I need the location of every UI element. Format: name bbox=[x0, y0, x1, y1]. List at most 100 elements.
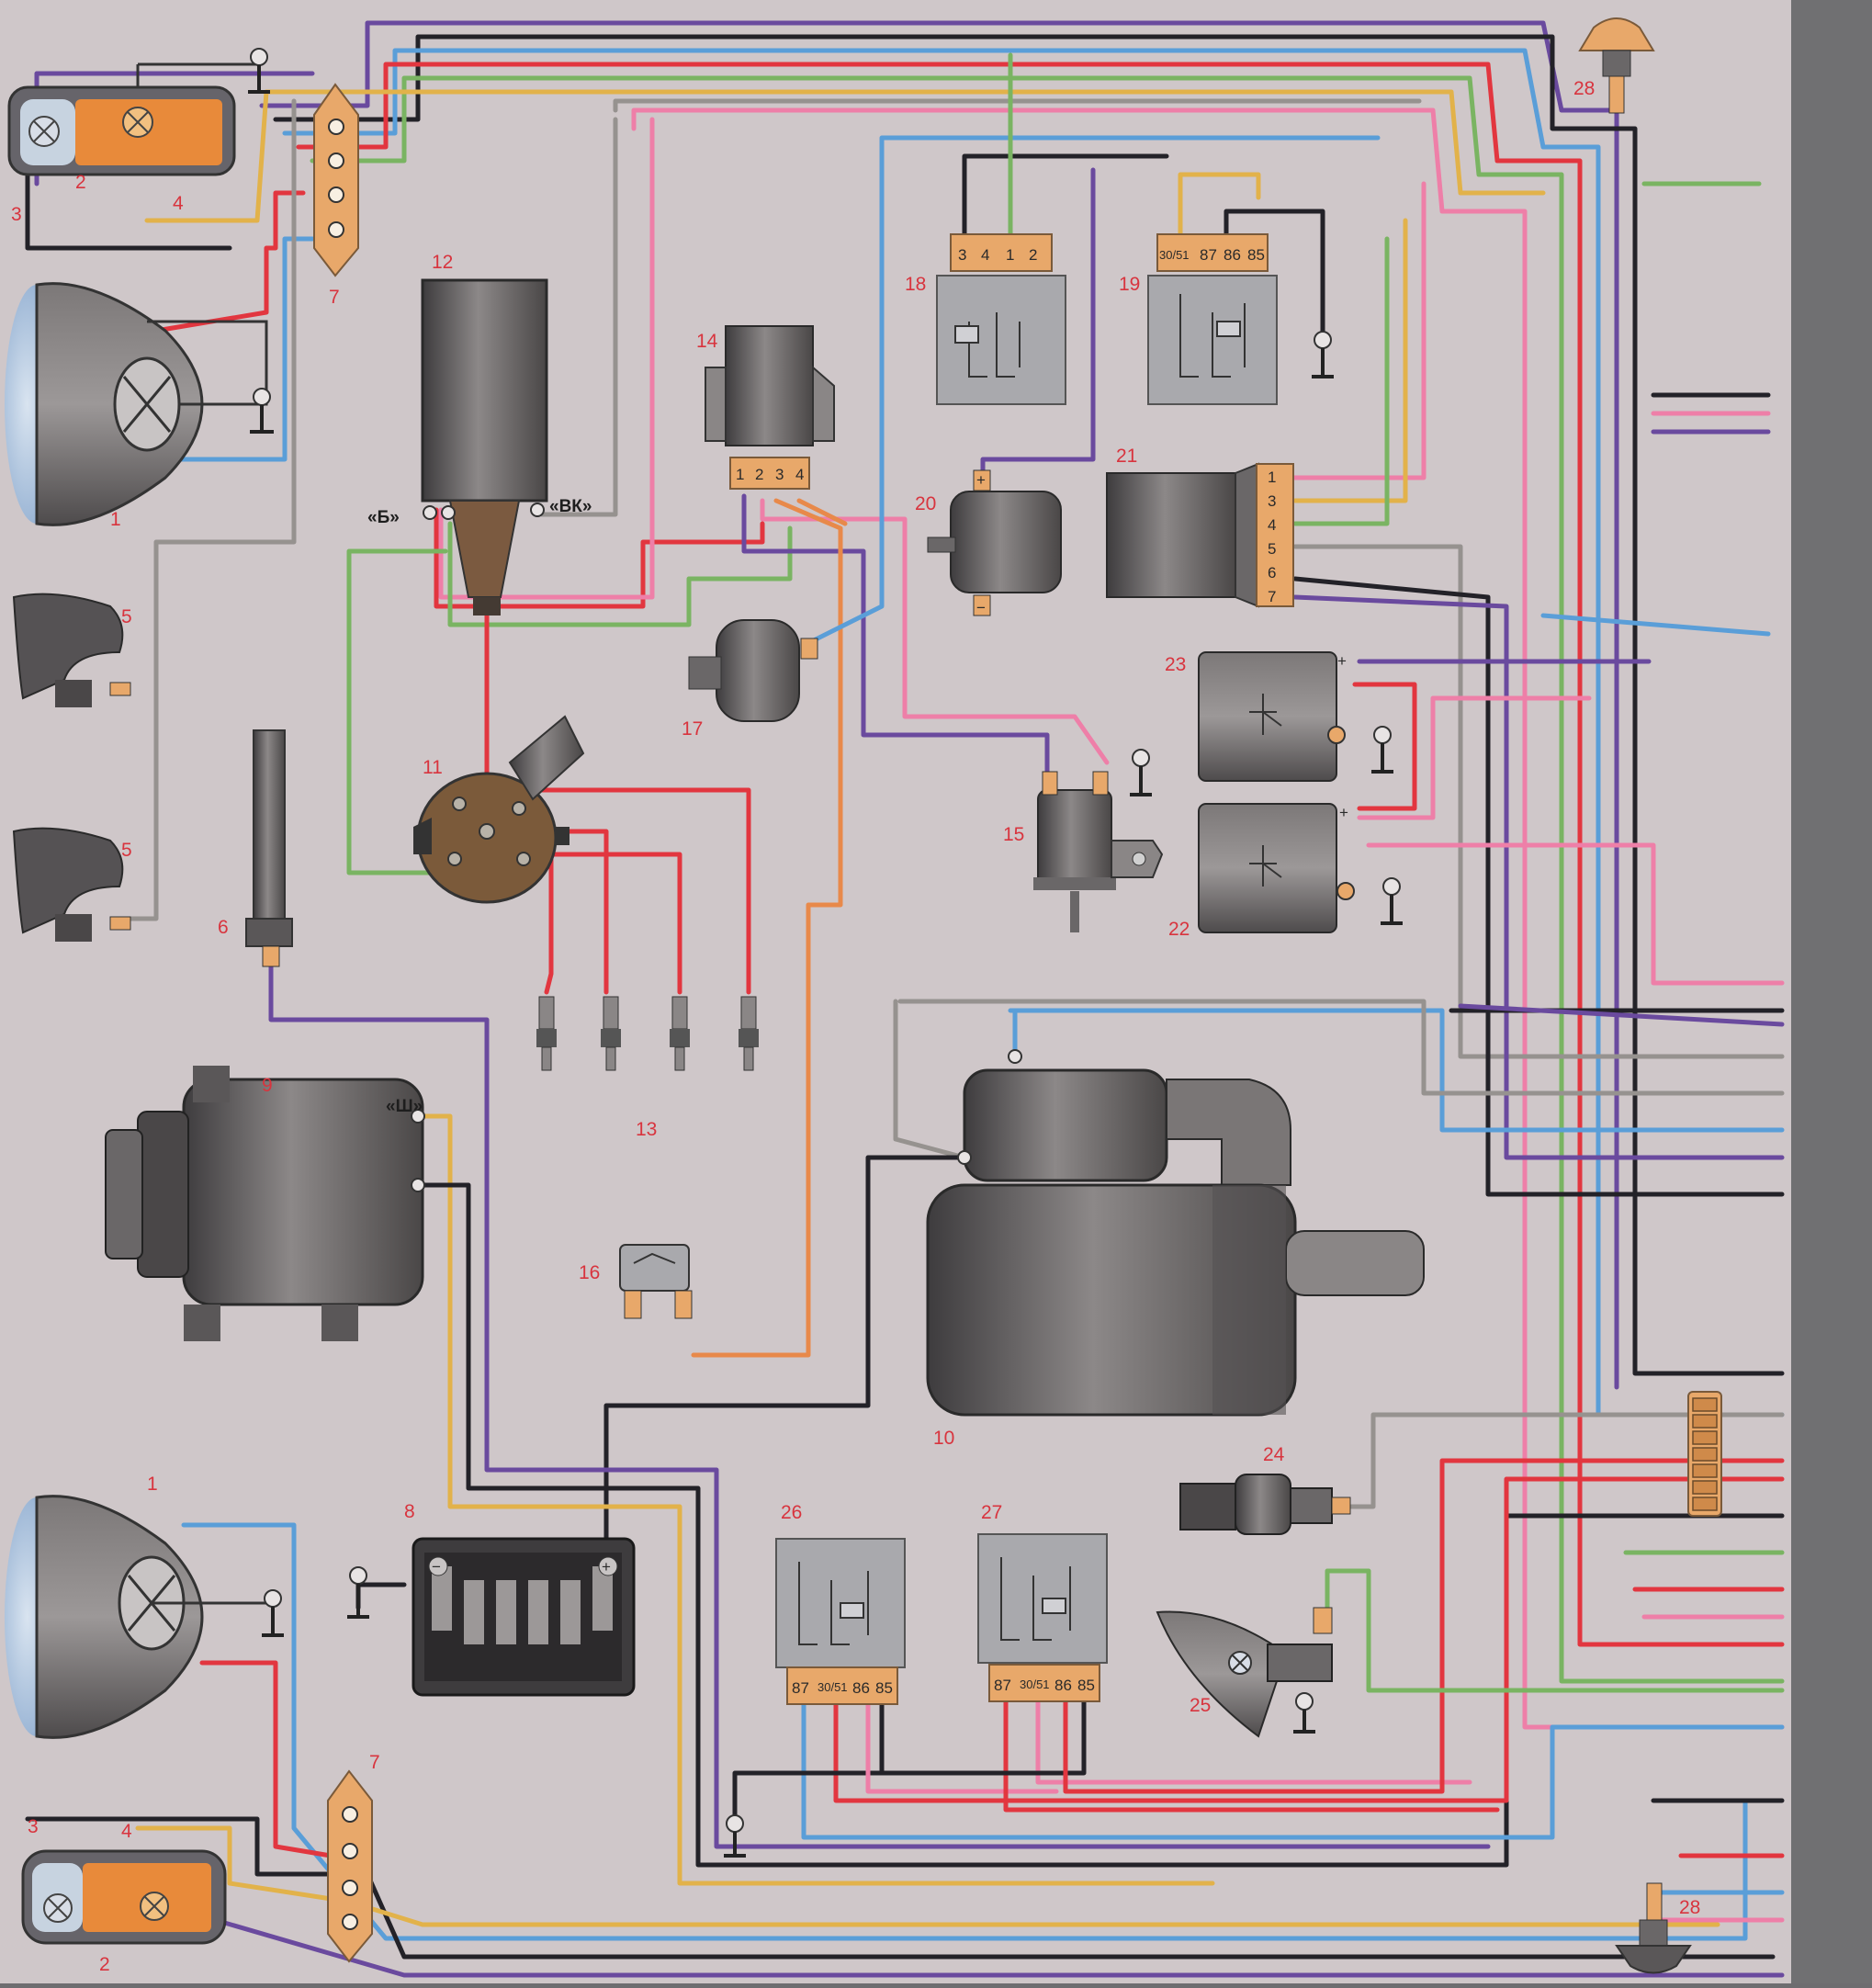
unit-23 bbox=[1198, 651, 1393, 782]
repeater-top bbox=[1578, 17, 1655, 114]
regulator-pin: 3 bbox=[775, 466, 784, 483]
relay-18 bbox=[936, 233, 1066, 405]
label-3-bottom: 3 bbox=[28, 1816, 39, 1837]
regulator-pin: 2 bbox=[755, 466, 763, 483]
module-pin: 6 bbox=[1268, 564, 1276, 582]
label-27: 27 bbox=[981, 1502, 1002, 1523]
battery-plus: + bbox=[602, 1558, 611, 1576]
module-pin: 1 bbox=[1268, 469, 1276, 486]
wiring-diagram: 3 2 4 7 1 5 5 6 bbox=[0, 0, 1791, 1983]
relay-26 bbox=[775, 1538, 906, 1705]
label-28-top: 28 bbox=[1573, 78, 1595, 99]
module-pin: 4 bbox=[1268, 516, 1276, 534]
connector-7-top bbox=[313, 83, 359, 277]
relay-pin: 86 bbox=[1224, 246, 1241, 264]
coil-terminal-vk: «ВК» bbox=[549, 497, 592, 516]
headlight-top bbox=[5, 282, 274, 526]
relay-pin: 30/51 bbox=[1020, 1677, 1050, 1691]
label-7-bottom: 7 bbox=[369, 1752, 380, 1773]
motor-20-plus: + bbox=[976, 471, 986, 489]
alternator-9 bbox=[105, 1066, 425, 1341]
sensor-24 bbox=[1179, 1474, 1351, 1535]
sensor-6 bbox=[245, 729, 293, 967]
repeater-bottom bbox=[1615, 1882, 1692, 1974]
lamp-25 bbox=[1156, 1607, 1333, 1738]
label-21: 21 bbox=[1116, 446, 1137, 467]
relay-pin: 86 bbox=[852, 1679, 870, 1697]
ignition-coil-12 bbox=[421, 278, 548, 616]
label-18: 18 bbox=[905, 274, 926, 295]
relay-26-pins: 87 30/51 86 85 bbox=[792, 1679, 893, 1697]
unit-22-plus: + bbox=[1339, 804, 1348, 821]
label-4-top: 4 bbox=[173, 193, 184, 214]
label-9: 9 bbox=[262, 1075, 273, 1096]
relay-pin: 2 bbox=[1029, 246, 1037, 264]
relay-pin: 85 bbox=[1247, 246, 1265, 264]
label-8: 8 bbox=[404, 1501, 415, 1522]
label-2-bottom: 2 bbox=[99, 1954, 110, 1975]
battery-minus: − bbox=[432, 1558, 441, 1576]
harness-connector-right bbox=[1687, 1391, 1722, 1517]
ground-relays bbox=[724, 1814, 746, 1858]
relay-27 bbox=[977, 1533, 1108, 1702]
relay-pin: 3 bbox=[958, 246, 966, 264]
label-13: 13 bbox=[636, 1119, 657, 1140]
coil-terminal-b: «Б» bbox=[367, 508, 400, 527]
label-28-bottom: 28 bbox=[1679, 1897, 1700, 1918]
relay-pin: 4 bbox=[981, 246, 989, 264]
relay-pin: 85 bbox=[875, 1679, 893, 1697]
headlight-bottom bbox=[5, 1495, 284, 1739]
motor-20 bbox=[927, 469, 1062, 616]
module-21 bbox=[1106, 462, 1294, 608]
motor-20-minus: − bbox=[976, 599, 986, 616]
module-pin: 7 bbox=[1268, 588, 1276, 605]
label-20: 20 bbox=[915, 493, 936, 514]
label-5-upper: 5 bbox=[121, 606, 132, 627]
relay-pin: 30/51 bbox=[818, 1680, 848, 1694]
horn-upper bbox=[12, 593, 131, 707]
label-12: 12 bbox=[432, 252, 453, 273]
label-23: 23 bbox=[1165, 654, 1186, 675]
connector-7-bottom bbox=[327, 1769, 373, 1963]
regulator-14 bbox=[705, 325, 835, 490]
relay-pin: 30/51 bbox=[1159, 248, 1190, 262]
label-11: 11 bbox=[423, 757, 443, 778]
label-7-top: 7 bbox=[329, 287, 340, 308]
relay-19 bbox=[1147, 233, 1334, 405]
label-1-bottom: 1 bbox=[147, 1474, 158, 1495]
module-21-pins: 1 3 4 5 6 7 bbox=[1268, 469, 1276, 605]
horn-lower bbox=[12, 827, 131, 942]
relay-19-pins: 30/51 87 86 85 bbox=[1159, 246, 1265, 264]
relay-18-pins: 3 4 1 2 bbox=[958, 246, 1037, 264]
module-pin: 3 bbox=[1268, 492, 1276, 510]
alternator-terminal-sh: «Ш» bbox=[386, 1097, 423, 1116]
relay-pin: 1 bbox=[1006, 246, 1014, 264]
sidelight-top bbox=[7, 48, 270, 176]
relay-27-pins: 87 30/51 86 85 bbox=[994, 1677, 1095, 1694]
wire-harness bbox=[25, 20, 1785, 1978]
label-24: 24 bbox=[1263, 1444, 1285, 1465]
label-6: 6 bbox=[218, 917, 229, 938]
sensor-17 bbox=[688, 619, 818, 722]
switch-16 bbox=[619, 1244, 693, 1319]
label-5-lower: 5 bbox=[121, 840, 132, 861]
sidelight-bottom bbox=[21, 1849, 227, 1945]
label-26: 26 bbox=[781, 1502, 802, 1523]
relay-pin: 87 bbox=[1200, 246, 1217, 264]
label-15: 15 bbox=[1003, 824, 1024, 845]
scan-border bbox=[1791, 0, 1872, 1983]
label-17: 17 bbox=[682, 718, 703, 740]
label-2-top: 2 bbox=[75, 172, 86, 193]
regulator-pin: 1 bbox=[736, 466, 744, 483]
spark-plugs-13 bbox=[536, 996, 759, 1071]
solenoid-valve-15 bbox=[1033, 749, 1164, 932]
label-22: 22 bbox=[1168, 919, 1190, 940]
starter-10 bbox=[926, 1049, 1425, 1417]
label-10: 10 bbox=[933, 1428, 954, 1449]
label-1-top: 1 bbox=[110, 509, 121, 530]
regulator-14-pins: 1 2 3 4 bbox=[736, 466, 804, 483]
wiring-diagram-svg: 3 2 4 7 1 5 5 6 bbox=[5, 17, 1785, 1978]
label-16: 16 bbox=[579, 1262, 600, 1283]
distributor-11 bbox=[413, 715, 585, 904]
relay-pin: 87 bbox=[792, 1679, 809, 1697]
